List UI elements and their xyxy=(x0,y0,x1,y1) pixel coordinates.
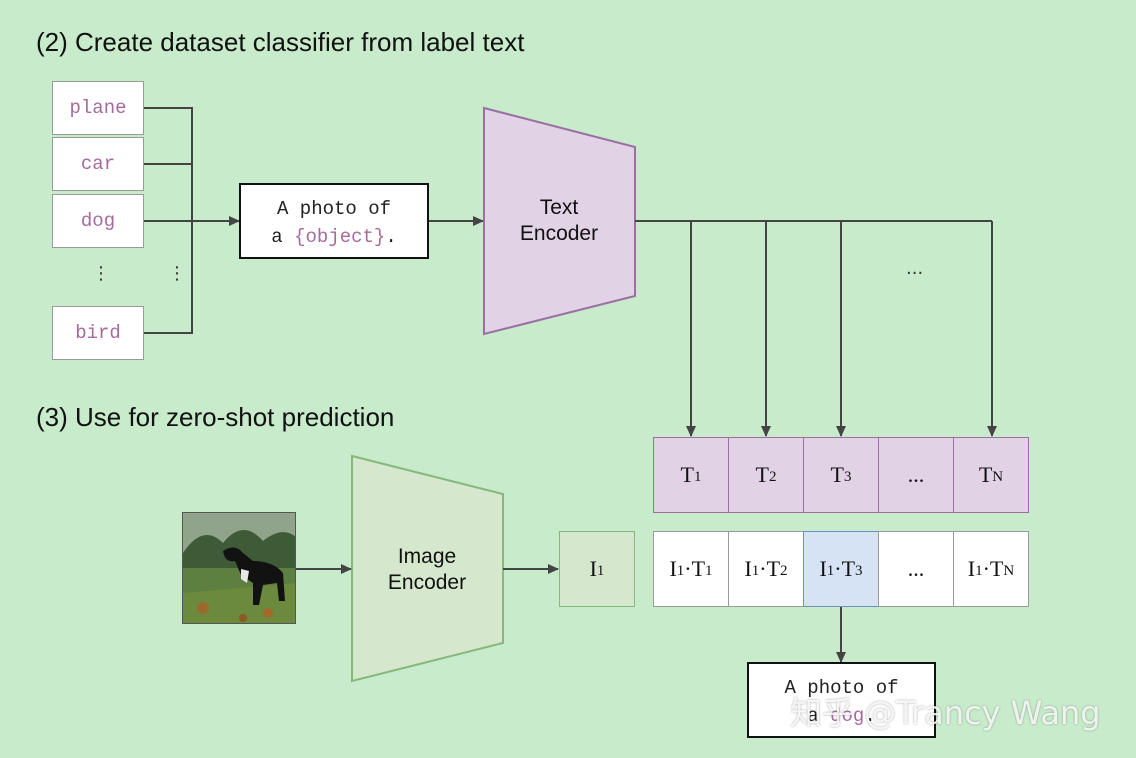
watermark: 知乎 @Trancy Wang xyxy=(790,694,1101,732)
section-2-title: (2) Create dataset classifier from label… xyxy=(36,27,525,57)
text-encoder-label: Text Encoder xyxy=(519,196,599,245)
fanout-ellipsis: ... xyxy=(906,258,924,279)
dog-photo xyxy=(182,512,296,624)
result-line1: A photo of xyxy=(784,677,899,699)
similarity-ellipsis: ... xyxy=(878,531,954,607)
image-encoder-label: Image Encoder xyxy=(387,545,467,594)
text-embedding-ellipsis: ... xyxy=(878,437,954,513)
label-ellipsis: ⋮ xyxy=(92,263,110,284)
label-plane: plane xyxy=(52,81,144,135)
label-car: car xyxy=(52,137,144,191)
label-dog: dog xyxy=(52,194,144,248)
template-line2: a {object}. xyxy=(271,226,397,248)
result-line2: a dog. xyxy=(807,705,876,727)
bracket-ellipsis: ⋮ xyxy=(168,263,186,284)
prediction-result: A photo of a dog. xyxy=(747,662,936,738)
section-3-title: (3) Use for zero-shot prediction xyxy=(36,402,395,432)
prompt-template: A photo of a {object}. xyxy=(239,183,429,259)
template-object: {object} xyxy=(294,226,386,248)
template-line1: A photo of xyxy=(276,198,392,220)
image-encoder-shape xyxy=(351,454,504,683)
label-bird: bird xyxy=(52,306,144,360)
text-encoder-shape xyxy=(483,106,636,336)
result-object: dog xyxy=(830,705,865,727)
